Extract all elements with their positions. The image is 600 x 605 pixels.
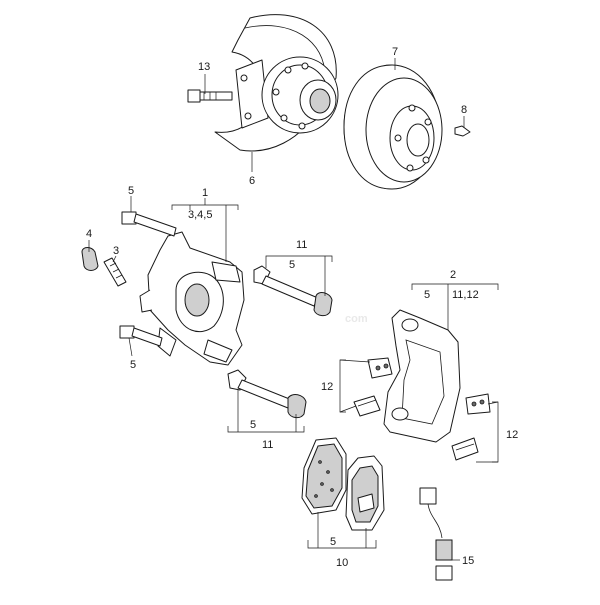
pad-clip-left-upper[interactable] — [367, 357, 393, 379]
callout-1-sub: 3,4,5 — [188, 209, 212, 221]
callout-5-upper: 5 — [128, 185, 134, 197]
callout-3: 3 — [113, 245, 119, 257]
callout-1: 1 — [202, 187, 208, 199]
leader-lines — [88, 58, 499, 561]
callout-10-5: 5 — [330, 536, 336, 548]
wheel-hub[interactable] — [235, 56, 339, 134]
callout-7: 7 — [392, 46, 398, 58]
dust-cap[interactable] — [81, 247, 99, 271]
callout-11-top: 11 — [296, 239, 307, 251]
guide-pin-lower[interactable] — [227, 369, 307, 419]
caliper-bracket[interactable] — [383, 309, 461, 443]
pad-clip-right-upper[interactable] — [465, 393, 491, 415]
disc-screw[interactable] — [454, 125, 471, 137]
callout-12-right: 12 — [506, 429, 518, 441]
caliper-bolt-upper[interactable] — [121, 211, 177, 237]
bleeder-screw[interactable] — [103, 257, 127, 287]
brake-caliper[interactable] — [139, 231, 245, 366]
callout-8: 8 — [461, 104, 467, 116]
callout-labels: 13 6 7 8 1 3,4,5 5 4 3 5 11 5 5 11 2 5 1… — [86, 46, 518, 569]
callout-10: 10 — [336, 557, 348, 569]
callout-2-a: 5 — [424, 289, 430, 301]
callout-11-bottom-5: 5 — [250, 419, 256, 431]
callout-5-lower: 5 — [130, 359, 136, 371]
callout-11-top-5: 5 — [289, 259, 295, 271]
watermark-subtext: com — [345, 313, 368, 325]
pad-clip-left-lower[interactable] — [353, 395, 381, 417]
callout-11-bottom: 11 — [262, 439, 273, 451]
guide-pin-upper[interactable] — [253, 265, 333, 317]
hub-bolt[interactable] — [187, 89, 233, 103]
pad-clip-right-lower[interactable] — [451, 437, 479, 461]
brake-disc[interactable] — [343, 64, 443, 190]
brake-pad-inner[interactable] — [345, 455, 385, 531]
callout-4: 4 — [86, 228, 92, 240]
callout-6: 6 — [249, 175, 255, 187]
caliper-bolt-lower[interactable] — [119, 325, 163, 347]
brake-pad-outer[interactable] — [301, 437, 347, 515]
callout-13: 13 — [198, 61, 210, 73]
callout-2: 2 — [450, 269, 456, 281]
callout-12-left: 12 — [321, 381, 333, 393]
callout-2-b: 11,12 — [452, 289, 479, 301]
pad-wear-sensor[interactable] — [419, 487, 453, 581]
callout-15: 15 — [462, 555, 474, 567]
